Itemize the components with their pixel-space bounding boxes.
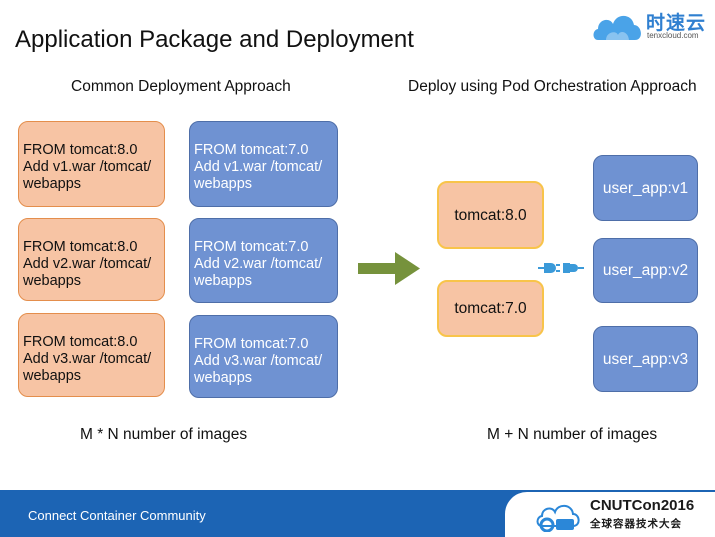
badge-name: CNUTCon2016 xyxy=(590,497,695,514)
box-label: user_app:v1 xyxy=(602,179,689,197)
orange-image-box: FROM tomcat:8.0 Add v2.war /tomcat/ weba… xyxy=(18,218,165,301)
tomcat-8-box: tomcat:8.0 xyxy=(437,181,544,249)
box-line: FROM tomcat:8.0 xyxy=(23,239,138,255)
box-line: FROM tomcat:8.0 xyxy=(23,142,138,158)
blue-image-box: FROM tomcat:7.0 Add v1.war /tomcat/ weba… xyxy=(189,121,338,207)
user-app-v2-box: user_app:v2 xyxy=(593,238,698,303)
tomcat-7-box: tomcat:7.0 xyxy=(437,280,544,337)
badge-subtitle: 全球容器技术大会 xyxy=(590,518,682,530)
blue-image-box: FROM tomcat:7.0 Add v2.war /tomcat/ weba… xyxy=(189,218,338,303)
box-label: user_app:v3 xyxy=(602,350,689,368)
box-line: Add v3.war /tomcat/ xyxy=(23,351,152,367)
box-line: Add v3.war /tomcat/ xyxy=(194,353,323,369)
box-line: webapps xyxy=(194,273,253,289)
left-heading: Common Deployment Approach xyxy=(71,78,291,95)
box-line: Add v2.war /tomcat/ xyxy=(23,256,152,272)
user-app-v1-box: user_app:v1 xyxy=(593,155,698,221)
box-line: webapps xyxy=(23,368,82,384)
box-line: webapps xyxy=(194,176,253,192)
box-line: webapps xyxy=(23,176,82,192)
plug-icon xyxy=(538,263,584,273)
user-app-v3-box: user_app:v3 xyxy=(593,326,698,392)
logo-url: tenxcloud.com xyxy=(647,31,699,40)
footer-text: Connect Container Community xyxy=(28,508,206,523)
logo-name: 时速云 xyxy=(646,13,707,34)
right-caption: M + N number of images xyxy=(487,426,658,443)
box-line: FROM tomcat:7.0 xyxy=(194,239,309,255)
box-label: tomcat:8.0 xyxy=(454,206,527,224)
orange-image-box: FROM tomcat:8.0 Add v1.war /tomcat/ weba… xyxy=(18,121,165,207)
box-line: FROM tomcat:8.0 xyxy=(23,334,138,350)
box-line: FROM tomcat:7.0 xyxy=(194,336,309,352)
box-label: user_app:v2 xyxy=(602,262,689,279)
orange-image-box: FROM tomcat:8.0 Add v3.war /tomcat/ weba… xyxy=(18,313,165,397)
right-heading: Deploy using Pod Orchestration Approach xyxy=(408,78,697,95)
box-line: Add v2.war /tomcat/ xyxy=(194,256,323,272)
box-label: tomcat:7.0 xyxy=(454,300,527,317)
slide-title: Application Package and Deployment xyxy=(15,26,414,53)
box-line: FROM tomcat:7.0 xyxy=(194,142,309,158)
box-line: webapps xyxy=(194,370,253,386)
box-line: webapps xyxy=(23,273,82,289)
conference-badge xyxy=(505,492,715,537)
cloud-logo-icon xyxy=(593,15,641,41)
box-line: Add v1.war /tomcat/ xyxy=(194,159,323,175)
box-line: Add v1.war /tomcat/ xyxy=(23,159,152,175)
blue-image-box: FROM tomcat:7.0 Add v3.war /tomcat/ weba… xyxy=(189,315,338,398)
arrow-right-icon xyxy=(358,252,420,285)
cnut-logo-icon xyxy=(536,504,580,532)
left-caption: M * N number of images xyxy=(80,426,248,443)
